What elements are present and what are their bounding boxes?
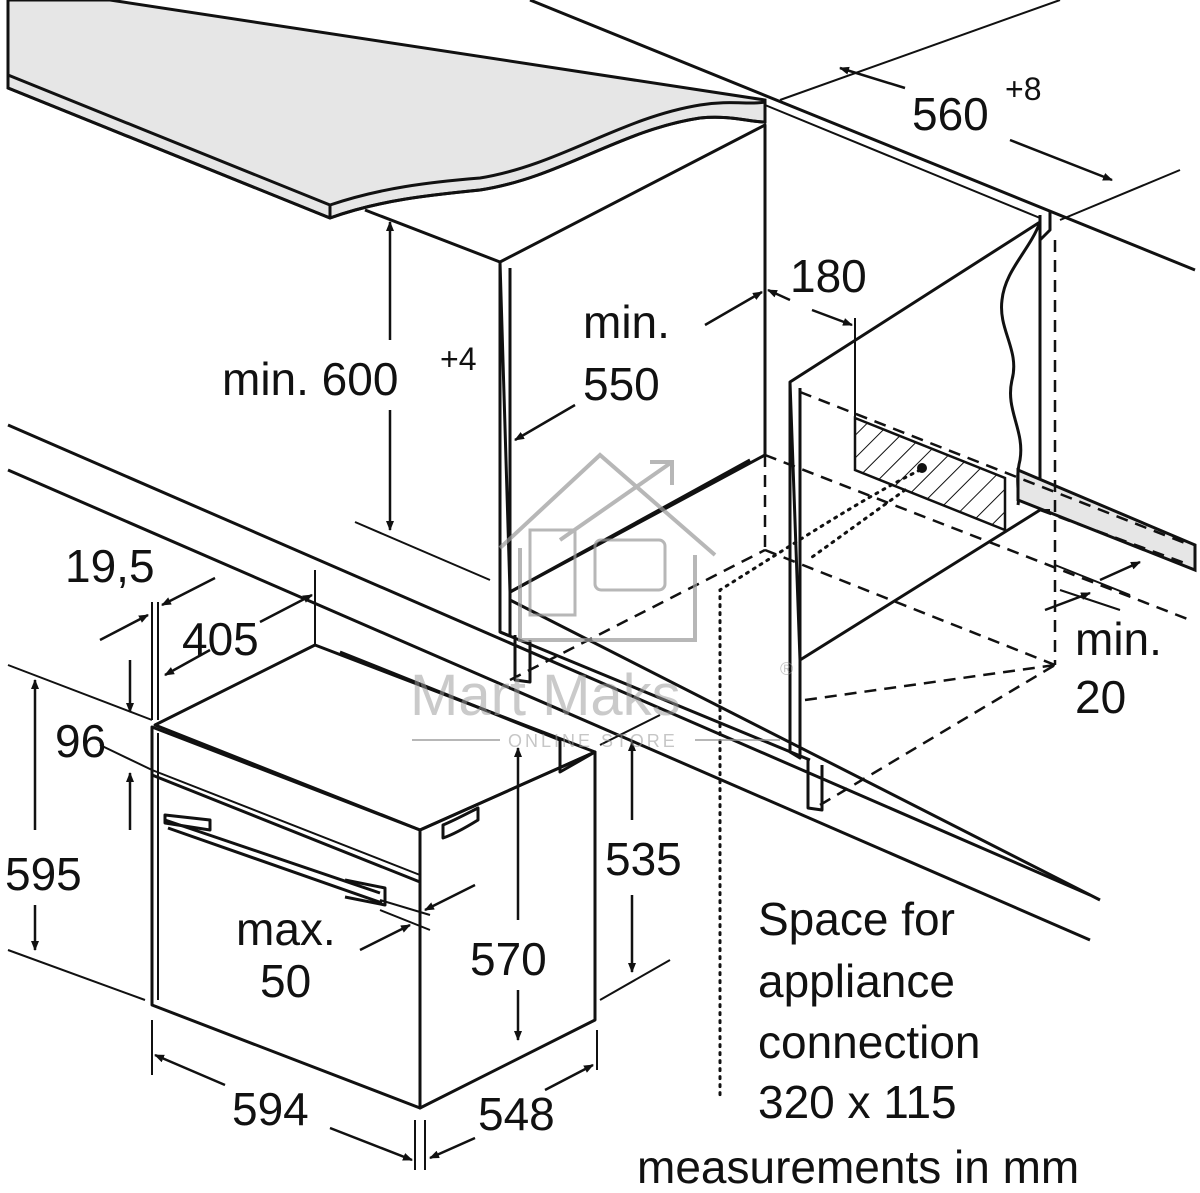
label-handle-clearance-2: 50 bbox=[260, 955, 311, 1007]
label-vent-depth: 180 bbox=[790, 250, 867, 302]
watermark: Mart Maks ONLINE STORE ® bbox=[410, 452, 796, 751]
label-body-depth: 548 bbox=[478, 1088, 555, 1140]
left-cabinet-panel bbox=[364, 123, 767, 684]
label-niche-height-tol: +4 bbox=[440, 341, 476, 377]
label-front-panel-thickness: 19,5 bbox=[65, 540, 155, 592]
connection-path bbox=[718, 468, 922, 1097]
label-handle-clearance-1: max. bbox=[236, 903, 336, 955]
watermark-brand: Mart Maks bbox=[410, 663, 681, 728]
notes: Space for appliance connection 320 x 115… bbox=[637, 893, 1079, 1193]
oven bbox=[150, 643, 597, 1110]
label-top-strip: 96 bbox=[55, 715, 106, 767]
label-side-height: 535 bbox=[605, 833, 682, 885]
label-niche-width-tol: +8 bbox=[1005, 71, 1041, 107]
label-overall-width: 594 bbox=[232, 1083, 309, 1135]
note-connection-1: Space for bbox=[758, 893, 955, 945]
label-niche-width: 560 bbox=[912, 88, 989, 140]
label-niche-depth-1: min. bbox=[583, 296, 670, 348]
label-front-offset: 405 bbox=[182, 613, 259, 665]
note-connection-2: appliance bbox=[758, 955, 955, 1007]
label-niche-depth-2: 550 bbox=[583, 358, 660, 410]
rear-countertop-lines bbox=[529, 0, 1196, 272]
watermark-tagline: ONLINE STORE bbox=[508, 731, 678, 751]
watermark-mark: ® bbox=[780, 659, 796, 679]
niche-hidden-outline bbox=[509, 240, 1191, 807]
house-logo-icon bbox=[498, 452, 717, 642]
label-overall-height: 595 bbox=[5, 848, 82, 900]
note-units: measurements in mm bbox=[637, 1141, 1079, 1193]
note-connection-3: connection bbox=[758, 1016, 981, 1068]
note-connection-4: 320 x 115 bbox=[758, 1076, 957, 1128]
countertop bbox=[6, 0, 767, 220]
dimension-labels: 560 +8 min. 600 +4 min. 550 180 min. 20 … bbox=[5, 71, 1162, 1140]
label-body-height: 570 bbox=[470, 933, 547, 985]
label-rear-gap-1: min. bbox=[1075, 613, 1162, 665]
dimension-lines bbox=[7, 0, 1181, 1170]
label-rear-gap-2: 20 bbox=[1075, 671, 1126, 723]
label-niche-height: min. 600 bbox=[222, 353, 398, 405]
vent-cutout bbox=[853, 416, 1007, 532]
